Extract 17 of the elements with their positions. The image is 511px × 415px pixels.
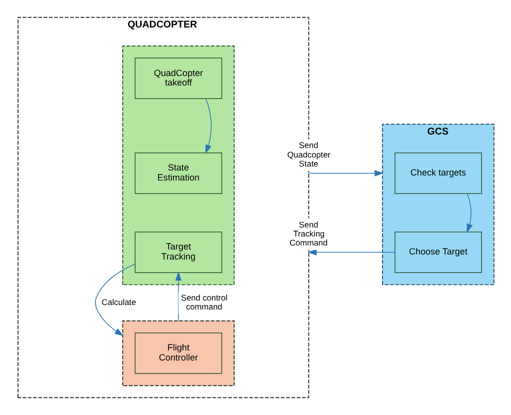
node-box: QuadCopter takeoff <box>134 58 222 100</box>
cluster <box>122 45 234 286</box>
node-box: State Estimation <box>134 152 222 194</box>
node-box: Choose Target <box>394 232 482 274</box>
node-box: Check targets <box>394 152 482 194</box>
edge-label: Calculate <box>101 298 136 307</box>
edge-label: Send Tracking Command <box>289 220 328 248</box>
arrow <box>466 193 472 233</box>
arrow <box>204 98 212 154</box>
arrow <box>174 272 182 322</box>
node-box: Flight Controller <box>134 332 222 374</box>
edge-label: Send control command <box>180 293 227 312</box>
node-box: Target Tracking <box>134 232 222 274</box>
arrow <box>307 249 395 256</box>
arrow <box>308 170 384 176</box>
cluster <box>122 320 234 386</box>
edge-label: Send Quadcopter State <box>286 141 330 168</box>
